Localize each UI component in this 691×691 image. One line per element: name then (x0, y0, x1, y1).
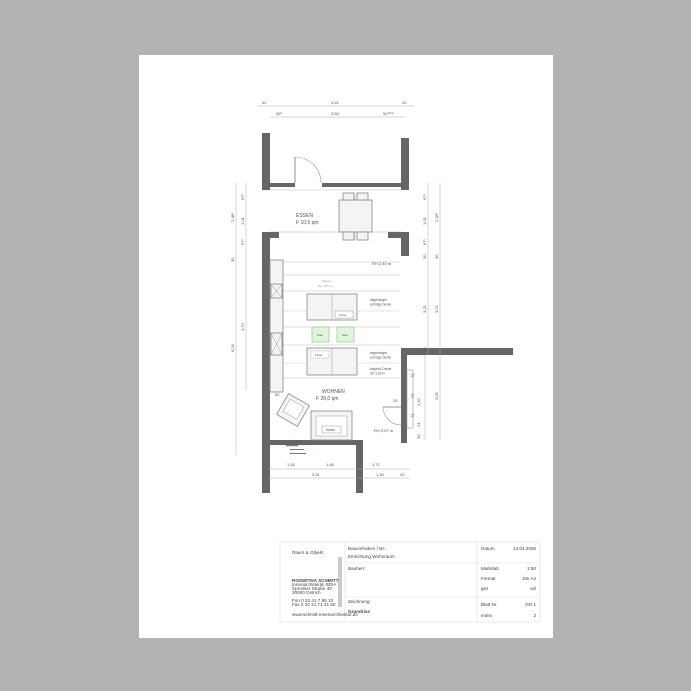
dim-bottom2-1: 3,31 (312, 472, 321, 477)
room-name-essen: ESSEN (296, 213, 313, 219)
sofa-top (306, 293, 358, 321)
logo: Raum & Objekt (292, 550, 324, 555)
room-area-wohnen: F 28,0 qm (316, 396, 339, 402)
drawing-label: Zeichnung: (348, 599, 371, 604)
dim-right-small-6: 30 (416, 434, 421, 439)
dim-left-inner-4: 4,70 (240, 322, 245, 331)
dim-left-outer-2: 30 (230, 257, 235, 262)
dim-right-small-3: 70 (410, 413, 415, 418)
paper-page (139, 55, 553, 638)
field-value-format: Din A4 (522, 576, 536, 581)
title-block: Raum & Objekt ROSWITHA SCHMITT Innenarch… (279, 541, 541, 623)
dim-bottom2-3: 20 (400, 472, 405, 477)
dim-right-outer-3: 3,21 (434, 304, 439, 313)
dim-right-small-2: 70 (410, 393, 415, 398)
dim-left-inner-1: 67⁵ (240, 194, 245, 200)
field-value-date: 14.04.2008 (513, 546, 536, 551)
kamin-label: Kamin (326, 428, 335, 432)
dim-left-outer-3: 6,26 (230, 343, 235, 352)
tiles-note-b: 60 x 60 cm (318, 284, 333, 288)
dim-50: 50 (275, 392, 280, 397)
field-value-drawn: asl (530, 586, 536, 591)
project-value: Einrichtung Wohnraum (348, 554, 395, 559)
dim-right-small-1: 70 (410, 373, 415, 378)
futter-label-1: Futter (339, 313, 346, 317)
dim-left-outer-1: 2,38⁵ (230, 212, 235, 222)
dim-right-inner-3: 67⁵ (422, 239, 427, 245)
glas-label-2: Glas (342, 333, 348, 337)
dimension-lines (235, 105, 441, 479)
company-line: Fax 0 32 41 71 31 50 (292, 602, 336, 607)
futter-label-2: Futter (315, 353, 322, 357)
wall-cabinets (269, 259, 284, 393)
dim-bottom2-2: 1,30 (376, 472, 385, 477)
field-label-format: Format (481, 576, 496, 581)
dim-25: 25 (393, 398, 398, 403)
dim-right-outer-4: 3,05 (434, 391, 439, 400)
ceiling-note-3b: UK 2,60 m (370, 372, 385, 376)
company-line: www.schmitt-innenarchitektur.de (292, 612, 358, 617)
dim-top2-1: 55⁵ (276, 111, 282, 116)
company-line: ROSWITHA SCHMITT (292, 578, 339, 583)
ceiling-note-1b: schräge Decke (370, 303, 391, 307)
dim-right-outer-2: 30 (434, 254, 439, 259)
glass-table-2 (336, 326, 355, 343)
dim-top-1: 42 (262, 100, 267, 105)
dim-bottom-3: 1,71 (372, 462, 381, 467)
ceiling-note-2b: schräge Decke (370, 356, 391, 360)
field-label-scale: Maßstab (481, 566, 499, 571)
dim-left-inner-2: 1,01 (240, 216, 245, 225)
armchair (276, 393, 310, 427)
company-line: Fon 0 32 41 7 88 10 (292, 598, 334, 603)
ceiling-note-2a: abgehängte (370, 351, 387, 355)
dim-bottom-1: 1,45 (287, 462, 296, 467)
room-area-essen: F 10,5 qm (296, 220, 319, 226)
dim-right-small-5: 24 (416, 422, 421, 427)
dim-top-2: 4,61 (331, 100, 340, 105)
room-name-wohnen: WOHNEN (322, 389, 345, 395)
dim-top2-3: 52¹⁸⁷⁵ (383, 111, 394, 116)
dim-right-inner-4: 30 (422, 254, 427, 259)
field-value-scale: 1:50 (527, 566, 536, 571)
dim-bottom-2: 1,45 (326, 462, 335, 467)
field-label-index: Index (481, 613, 493, 618)
field-label-drawn: gez (481, 586, 489, 591)
dim-right-small-4: 2,10 (416, 397, 421, 406)
dining-table (338, 192, 373, 241)
dim-right-inner-1: 67⁵ (422, 194, 427, 200)
dim-right-inner-5: 3,21 (422, 304, 427, 313)
dim-top2-2: 3,50 (331, 111, 340, 116)
client-label: Bauherr: (348, 566, 366, 571)
fireplace (310, 410, 353, 441)
walls (262, 133, 513, 493)
room-height-top: RH 2,40 m (372, 261, 392, 266)
room-height-bottom: RH 3,57 m (374, 428, 394, 433)
dim-top-3: 42 (402, 100, 407, 105)
company-line: Innenarchitektin BDIA (292, 582, 337, 587)
field-value-sheet: GR 1 (525, 602, 536, 607)
project-label: Bauvorhaben / Nr.: (348, 546, 386, 551)
dim-left-inner-3: 67⁵ (240, 239, 245, 245)
glass-table-1 (311, 326, 330, 343)
field-value-index: 2 (533, 613, 536, 618)
tiles-note-a: Fliesen (322, 279, 332, 283)
ceiling-note-3a: abgehä. Decke (370, 367, 392, 371)
field-label-date: Datum (481, 546, 495, 551)
door-dining (294, 156, 322, 184)
field-label-sheet: Blatt Nr. (481, 602, 497, 607)
dim-right-outer-1: 2,38⁵ (434, 212, 439, 222)
company-line: 30000 Ostrich (292, 590, 321, 595)
drawing-value: Grundriss (348, 609, 370, 614)
sofa-bottom (306, 347, 358, 376)
glas-label-1: Glas (317, 333, 323, 337)
company-line: Sprosser Straße 40 (292, 586, 332, 591)
ceiling-note-1a: abgehängte (370, 298, 387, 302)
red-note-marks (286, 445, 306, 454)
door-living (382, 406, 402, 426)
dim-right-inner-2: 1,01 (422, 216, 427, 225)
dim-right-inner-6: 30 (422, 347, 427, 352)
